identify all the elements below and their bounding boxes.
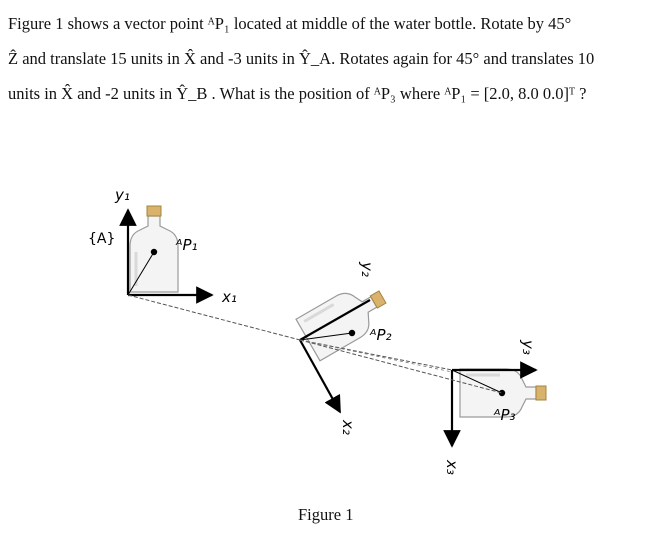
p3-label: ᴬP₃ xyxy=(493,406,516,424)
p1-vector xyxy=(127,251,155,296)
p2-label: ᴬP₂ xyxy=(369,326,392,344)
dashed-line-b-c-upper xyxy=(299,339,453,373)
y3-label: y₃ xyxy=(519,339,537,355)
problem-line-3: units in X̂ and -2 units in Ŷ_B . What i… xyxy=(8,84,587,103)
x2-axis xyxy=(299,339,341,414)
bottle-frame-b xyxy=(294,274,396,363)
x3-label: x₃ xyxy=(443,459,461,475)
p1-label: ᴬP₁ xyxy=(175,236,198,254)
y2-label: y₂ xyxy=(358,261,376,277)
p3-point xyxy=(498,389,506,397)
problem-line-2: Ẑ and translate 15 units in X̂ and -3 un… xyxy=(8,49,595,68)
x2-label: x₂ xyxy=(339,419,357,435)
p1-point xyxy=(150,248,158,256)
p2-vector xyxy=(299,332,353,341)
frame-a-label: {A} xyxy=(88,231,115,247)
dashed-line-a-b xyxy=(127,294,301,341)
p3-vector xyxy=(451,369,503,394)
y1-label: y₁ xyxy=(114,186,130,204)
x1-label: x₁ xyxy=(221,288,237,306)
y2-axis xyxy=(299,299,371,341)
problem-line-1: Figure 1 shows a vector point ᴬP₁ locate… xyxy=(8,14,572,33)
problem-statement: Figure 1 shows a vector point ᴬP₁ locate… xyxy=(8,6,658,111)
p2-point xyxy=(348,329,356,337)
dashed-line-b-p3 xyxy=(299,339,503,394)
figure-caption: Figure 1 xyxy=(298,505,354,524)
